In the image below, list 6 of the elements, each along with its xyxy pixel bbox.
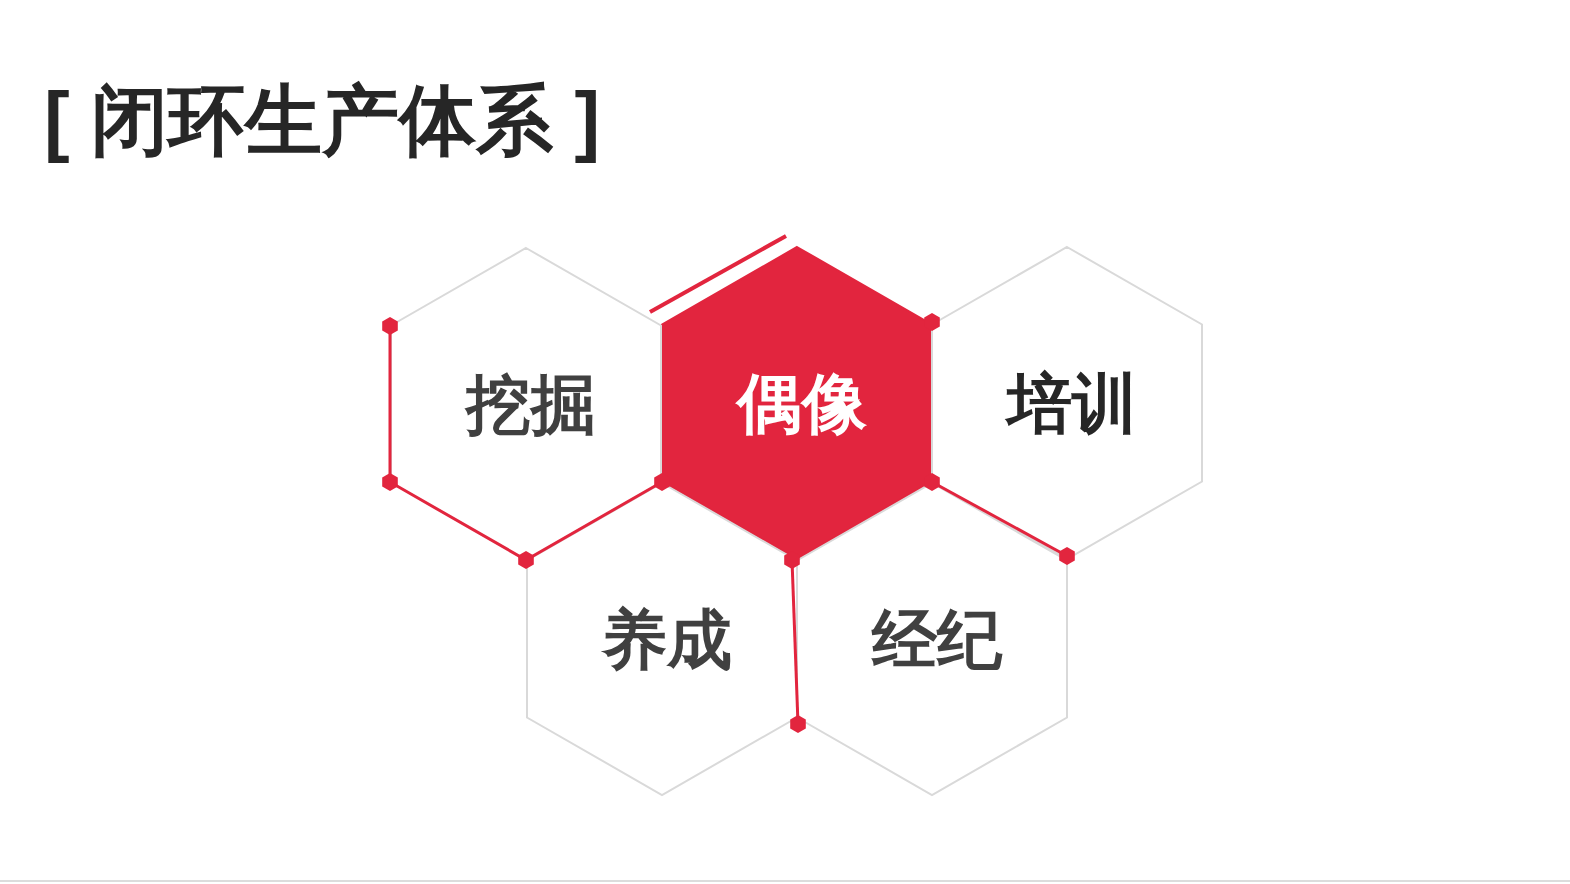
hexagon-label: 偶像	[734, 370, 867, 436]
hexagon-label: 培训	[1004, 370, 1137, 436]
hexagon-label: 经纪	[870, 606, 1002, 672]
hexagon-node	[661, 246, 933, 560]
hexagon-label: 养成	[600, 606, 732, 672]
hexagon-label: 挖掘	[463, 371, 596, 437]
